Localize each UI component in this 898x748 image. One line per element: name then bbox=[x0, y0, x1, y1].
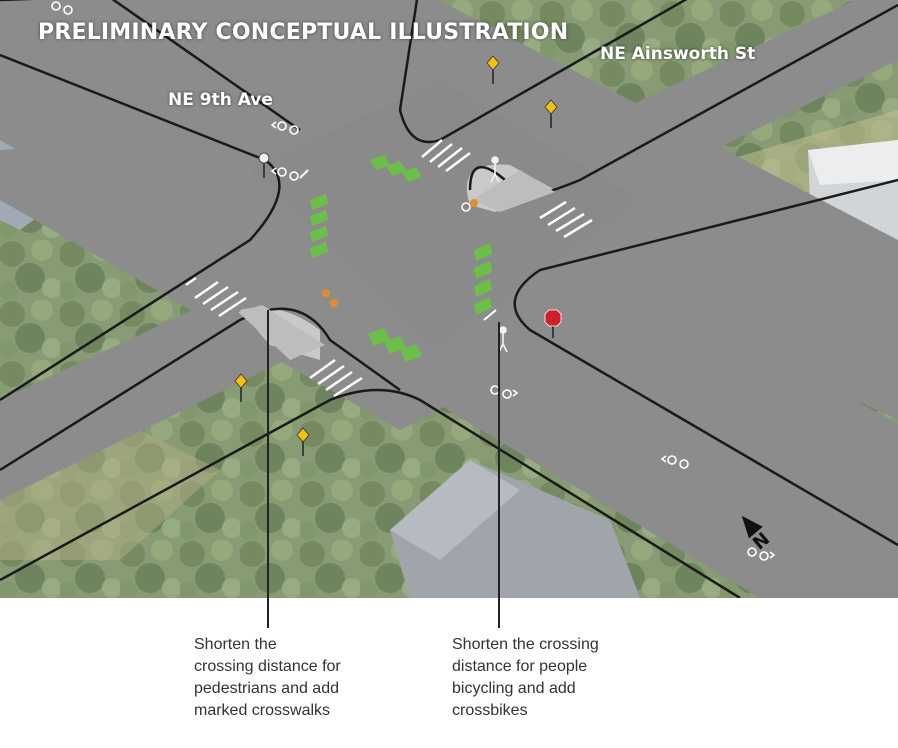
sidewalk-bulb-north bbox=[472, 170, 555, 212]
callout-bicycle: Shorten the crossing distance for people… bbox=[452, 634, 599, 722]
crossbike-south bbox=[368, 328, 422, 362]
callout-leader-pedestrian bbox=[267, 310, 269, 628]
crosswalk-east bbox=[539, 200, 593, 239]
callout-bicycle-line: crossbikes bbox=[452, 702, 528, 719]
pedestrian-icon bbox=[490, 156, 508, 353]
crossbike-east bbox=[474, 243, 492, 315]
callout-leader-bicycle bbox=[498, 322, 500, 628]
crosswalk-south bbox=[309, 358, 363, 398]
street-sign-icon bbox=[258, 152, 270, 178]
crossbike-north bbox=[370, 155, 422, 182]
crosswalk-north bbox=[421, 139, 471, 172]
callout-bicycle-line: Shorten the crossing bbox=[452, 636, 599, 653]
aerial-map: N PRELIMINARY CONCEPTUAL ILLUSTRATION NE… bbox=[0, 0, 898, 598]
intersection-illustration: N bbox=[0, 0, 898, 598]
roadway-intersection bbox=[0, 130, 640, 430]
house-south bbox=[390, 460, 640, 598]
sidewalk-bulb-south bbox=[238, 305, 325, 360]
crosswalk-west bbox=[194, 280, 247, 318]
callout-bicycle-line: distance for people bbox=[452, 658, 588, 675]
crossbike-west bbox=[310, 194, 328, 258]
callout-pedestrian: Shorten the crossing distance for pedest… bbox=[194, 634, 341, 722]
lane-markings bbox=[185, 169, 497, 321]
stop-sign-icon bbox=[544, 309, 562, 338]
callout-bicycle-line: bicycling and add bbox=[452, 680, 576, 697]
bike-sharrow-icon bbox=[51, 1, 776, 561]
street-label-ainsworth: NE Ainsworth St bbox=[600, 44, 756, 64]
callout-pedestrian-line: pedestrians and add bbox=[194, 680, 339, 697]
street-label-9th: NE 9th Ave bbox=[168, 90, 273, 110]
illustration-title: PRELIMINARY CONCEPTUAL ILLUSTRATION bbox=[38, 20, 569, 45]
intersection-core bbox=[250, 80, 640, 350]
cyclist-icon bbox=[322, 199, 478, 307]
callout-pedestrian-line: marked crosswalks bbox=[194, 702, 331, 719]
callout-pedestrian-line: Shorten the bbox=[194, 636, 277, 653]
warning-sign-icon bbox=[234, 55, 558, 456]
callout-pedestrian-line: crossing distance for bbox=[194, 658, 341, 675]
north-arrow-icon bbox=[741, 515, 763, 539]
